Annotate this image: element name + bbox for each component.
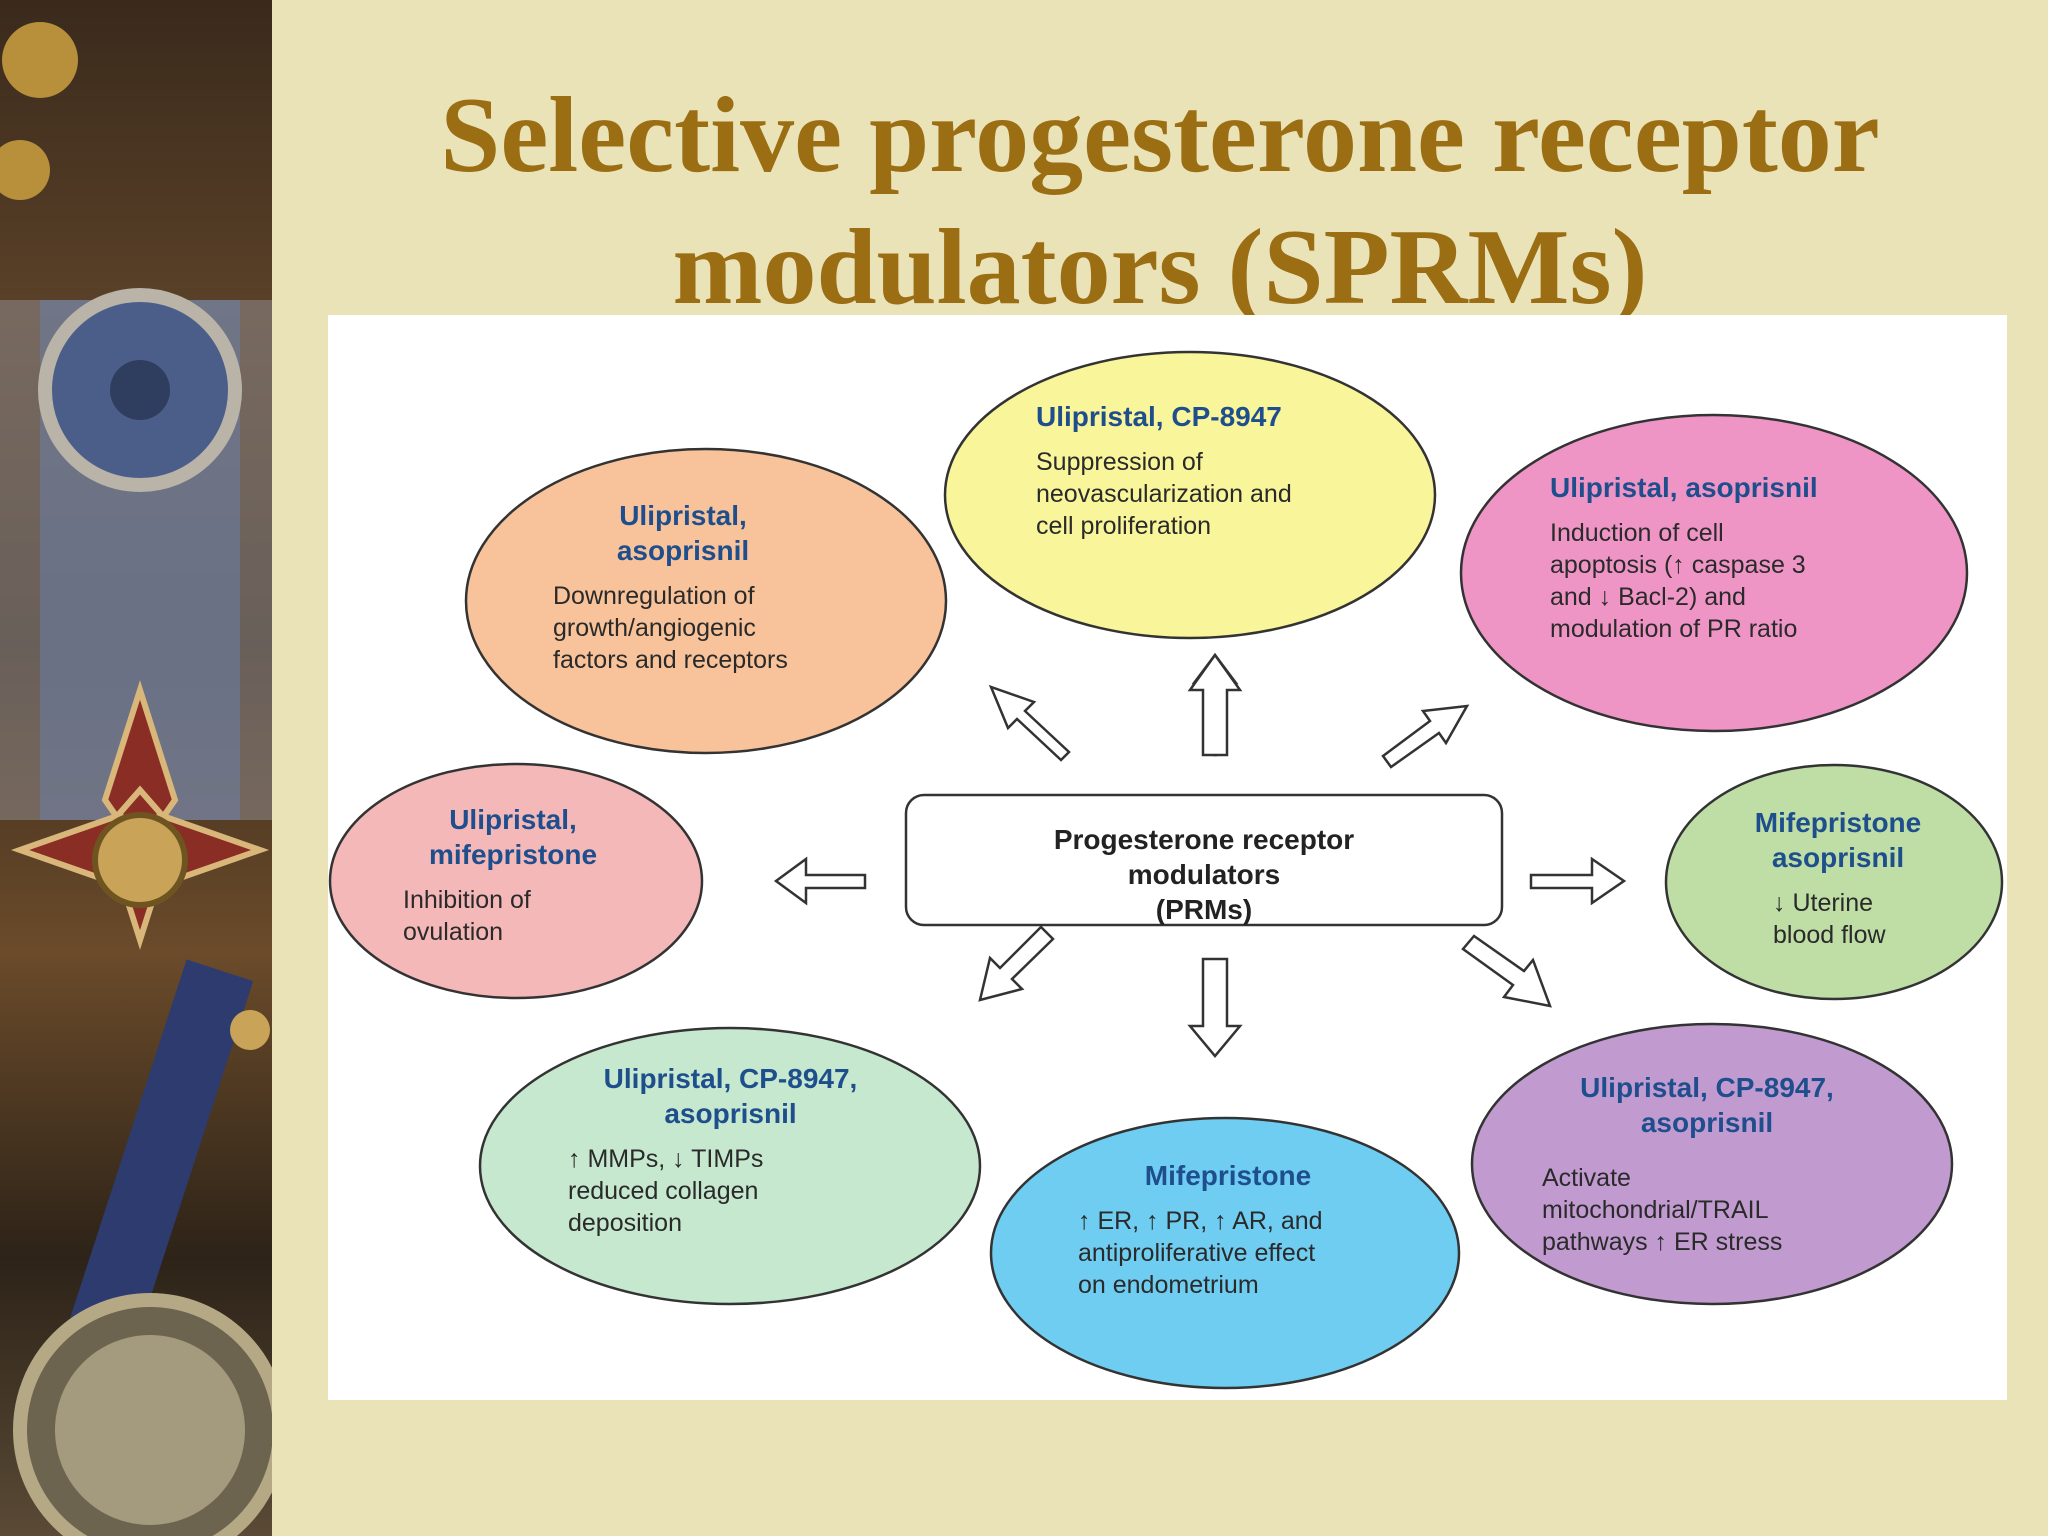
arrow-right xyxy=(1529,856,1627,906)
arrow-upper-left xyxy=(988,684,1071,762)
node-lower-left-effect: ↑ MMPs, ↓ TIMPs reduced collagen deposit… xyxy=(568,1145,764,1237)
node-top-text: Ulipristal, CP-8947 Suppression of neova… xyxy=(1036,399,1366,542)
arrow-lower-left xyxy=(978,925,1055,1002)
ellipse-right xyxy=(1664,763,2004,1001)
node-lower-left-text: Ulipristal, CP-8947, asoprisnil ↑ MMPs, … xyxy=(568,1061,908,1239)
node-left-effect: Inhibition of ovulation xyxy=(403,886,531,946)
center-line-3: (PRMs) xyxy=(1155,893,1253,925)
node-left-drugs: Ulipristal, mifepristone xyxy=(428,804,598,870)
arrow-left xyxy=(773,856,867,906)
node-bottom-drugs: Mifepristone xyxy=(1144,1160,1312,1191)
ellipse-lower-left xyxy=(478,1026,982,1306)
node-right-text: Mifepristone asoprisnil ↓ Uterine blood … xyxy=(1728,805,1968,951)
center-line-1: Progesterone receptor xyxy=(1053,823,1355,855)
node-upper-right-drugs: Ulipristal, asoprisnil xyxy=(1550,472,1818,503)
ellipse-bottom xyxy=(989,1116,1461,1390)
title-line-1: Selective progesterone receptor xyxy=(440,76,1880,195)
node-bottom-text: Mifepristone ↑ ER, ↑ PR, ↑ AR, and antip… xyxy=(1078,1158,1418,1301)
center-label: Progesterone receptor modulators (PRMs) xyxy=(906,809,1502,939)
node-lower-right-drugs: Ulipristal, CP-8947, asoprisnil xyxy=(1580,1072,1834,1138)
node-upper-left-effect: Downregulation of growth/angiogenic fact… xyxy=(553,582,788,674)
node-upper-left-drugs: Ulipristal, asoprisnil xyxy=(616,500,750,566)
title-line-2: modulators (SPRMs) xyxy=(672,208,1648,327)
node-top-effect: Suppression of neovascularization and ce… xyxy=(1036,448,1292,540)
ellipse-top xyxy=(943,350,1437,640)
arrow-down xyxy=(1187,957,1243,1058)
arrow-up-body xyxy=(1187,652,1243,757)
node-lower-left-drugs: Ulipristal, CP-8947, asoprisnil xyxy=(603,1063,858,1129)
node-left-text: Ulipristal, mifepristone Inhibition of o… xyxy=(403,802,653,948)
node-lower-right-text: Ulipristal, CP-8947, asoprisnil Activate… xyxy=(1542,1070,1882,1258)
slide-title: Selective progesterone receptor modulato… xyxy=(272,70,2048,334)
sprm-diagram: Progesterone receptor modulators (PRMs) … xyxy=(328,315,2007,1400)
node-right-drugs: Mifepristone asoprisnil xyxy=(1754,807,1922,873)
decorative-medal-image xyxy=(0,0,272,1536)
ellipse-lower-right xyxy=(1470,1022,1954,1306)
ellipse-upper-right xyxy=(1459,413,1969,733)
node-bottom-effect: ↑ ER, ↑ PR, ↑ AR, and antiproliferative … xyxy=(1078,1207,1323,1299)
node-upper-left-text: Ulipristal, asoprisnil Downregulation of… xyxy=(553,498,873,676)
node-upper-right-effect: Induction of cell apoptosis (↑ caspase 3… xyxy=(1550,519,1806,643)
ellipse-upper-left xyxy=(464,447,948,755)
node-upper-right-text: Ulipristal, asoprisnil Induction of cell… xyxy=(1550,470,1910,645)
node-right-effect: ↓ Uterine blood flow xyxy=(1773,889,1886,949)
ellipse-left xyxy=(328,762,704,1000)
node-lower-right-effect: Activate mitochondrial/TRAIL pathways ↑ … xyxy=(1542,1164,1783,1256)
arrow-lower-right xyxy=(1461,934,1552,1008)
arrow-upper-right xyxy=(1381,704,1470,769)
center-line-2: modulators xyxy=(1127,858,1281,890)
center-box xyxy=(904,793,1504,927)
node-top-drugs: Ulipristal, CP-8947 xyxy=(1036,401,1282,432)
diagram-shapes xyxy=(328,350,2004,1390)
